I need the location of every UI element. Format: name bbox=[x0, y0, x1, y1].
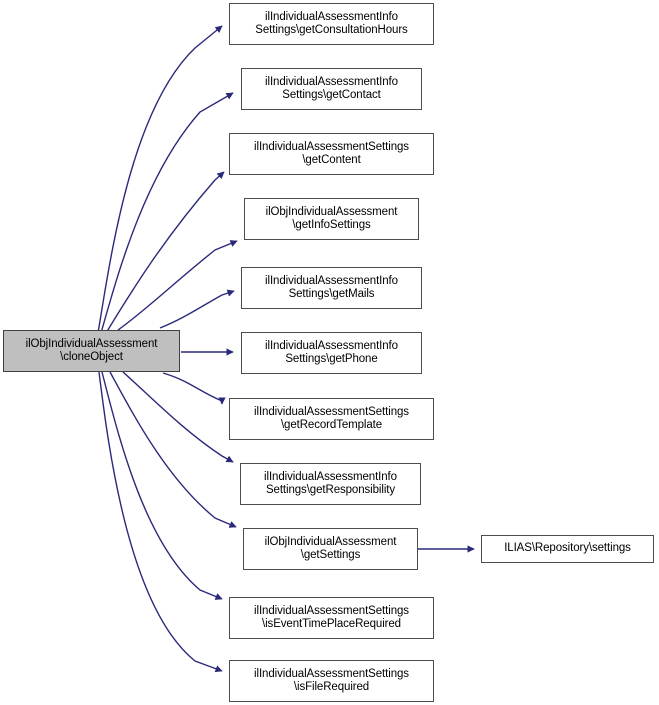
graph-node-label: ilObjIndividualAssessment \getInfoSettin… bbox=[265, 205, 398, 232]
call-edge-root-to-n7 bbox=[162, 372, 226, 405]
graph-node[interactable]: ilIndividualAssessmentInfo Settings\getP… bbox=[241, 332, 422, 374]
graph-node[interactable]: ilIndividualAssessmentSettings \getRecor… bbox=[229, 398, 434, 440]
call-edge-root-to-n9 bbox=[109, 371, 237, 528]
call-edge-root-to-n10 bbox=[101, 371, 223, 600]
graph-node[interactable]: ilObjIndividualAssessment \getSettings bbox=[243, 528, 418, 570]
graph-node-label: ILIAS\Repository\settings bbox=[504, 542, 631, 555]
call-edge-root-to-n2 bbox=[100, 92, 234, 334]
graph-node-label: ilIndividualAssessmentInfo Settings\getR… bbox=[264, 470, 397, 497]
call-edge-root-to-n4 bbox=[117, 240, 238, 331]
graph-node-label: ilIndividualAssessmentInfo Settings\getP… bbox=[265, 339, 398, 366]
call-edge-root-to-n1 bbox=[97, 25, 223, 334]
graph-node[interactable]: ilIndividualAssessmentInfo Settings\getC… bbox=[241, 68, 422, 110]
graph-node-label: ilObjIndividualAssessment \cloneObject bbox=[25, 337, 158, 364]
call-edge-root-to-n5 bbox=[159, 289, 235, 329]
graph-node[interactable]: ilObjIndividualAssessment \getInfoSettin… bbox=[244, 198, 419, 240]
call-edge-root-to-n8 bbox=[122, 371, 234, 463]
graph-node-label: ilIndividualAssessmentSettings \getConte… bbox=[254, 140, 409, 167]
graph-node[interactable]: ilIndividualAssessmentInfo Settings\getC… bbox=[229, 3, 434, 45]
graph-node-label: ilIndividualAssessmentInfo Settings\getM… bbox=[265, 274, 398, 301]
graph-node-label: ilIndividualAssessmentInfo Settings\getC… bbox=[265, 75, 398, 102]
graph-node[interactable]: ilIndividualAssessmentInfo Settings\getM… bbox=[241, 267, 422, 309]
graph-node-root[interactable]: ilObjIndividualAssessment \cloneObject bbox=[3, 330, 180, 372]
graph-node[interactable]: ilIndividualAssessmentInfo Settings\getR… bbox=[240, 463, 421, 505]
graph-node[interactable]: ilIndividualAssessmentSettings \isEventT… bbox=[229, 597, 434, 639]
graph-node-label: ilIndividualAssessmentInfo Settings\getC… bbox=[255, 10, 408, 37]
graph-node-label: ilIndividualAssessmentSettings \getRecor… bbox=[254, 405, 409, 432]
graph-node-label: ilIndividualAssessmentSettings \isEventT… bbox=[254, 604, 409, 631]
call-edge-root-to-n11 bbox=[98, 371, 223, 673]
graph-node-label: ilObjIndividualAssessment \getSettings bbox=[264, 535, 397, 562]
graph-node[interactable]: ilIndividualAssessmentSettings \getConte… bbox=[229, 133, 434, 175]
graph-node-label: ilIndividualAssessmentSettings \isFileRe… bbox=[254, 667, 409, 694]
call-edge-root-to-n3 bbox=[105, 171, 225, 334]
graph-node[interactable]: ILIAS\Repository\settings bbox=[481, 535, 654, 563]
graph-node[interactable]: ilIndividualAssessmentSettings \isFileRe… bbox=[229, 660, 434, 702]
